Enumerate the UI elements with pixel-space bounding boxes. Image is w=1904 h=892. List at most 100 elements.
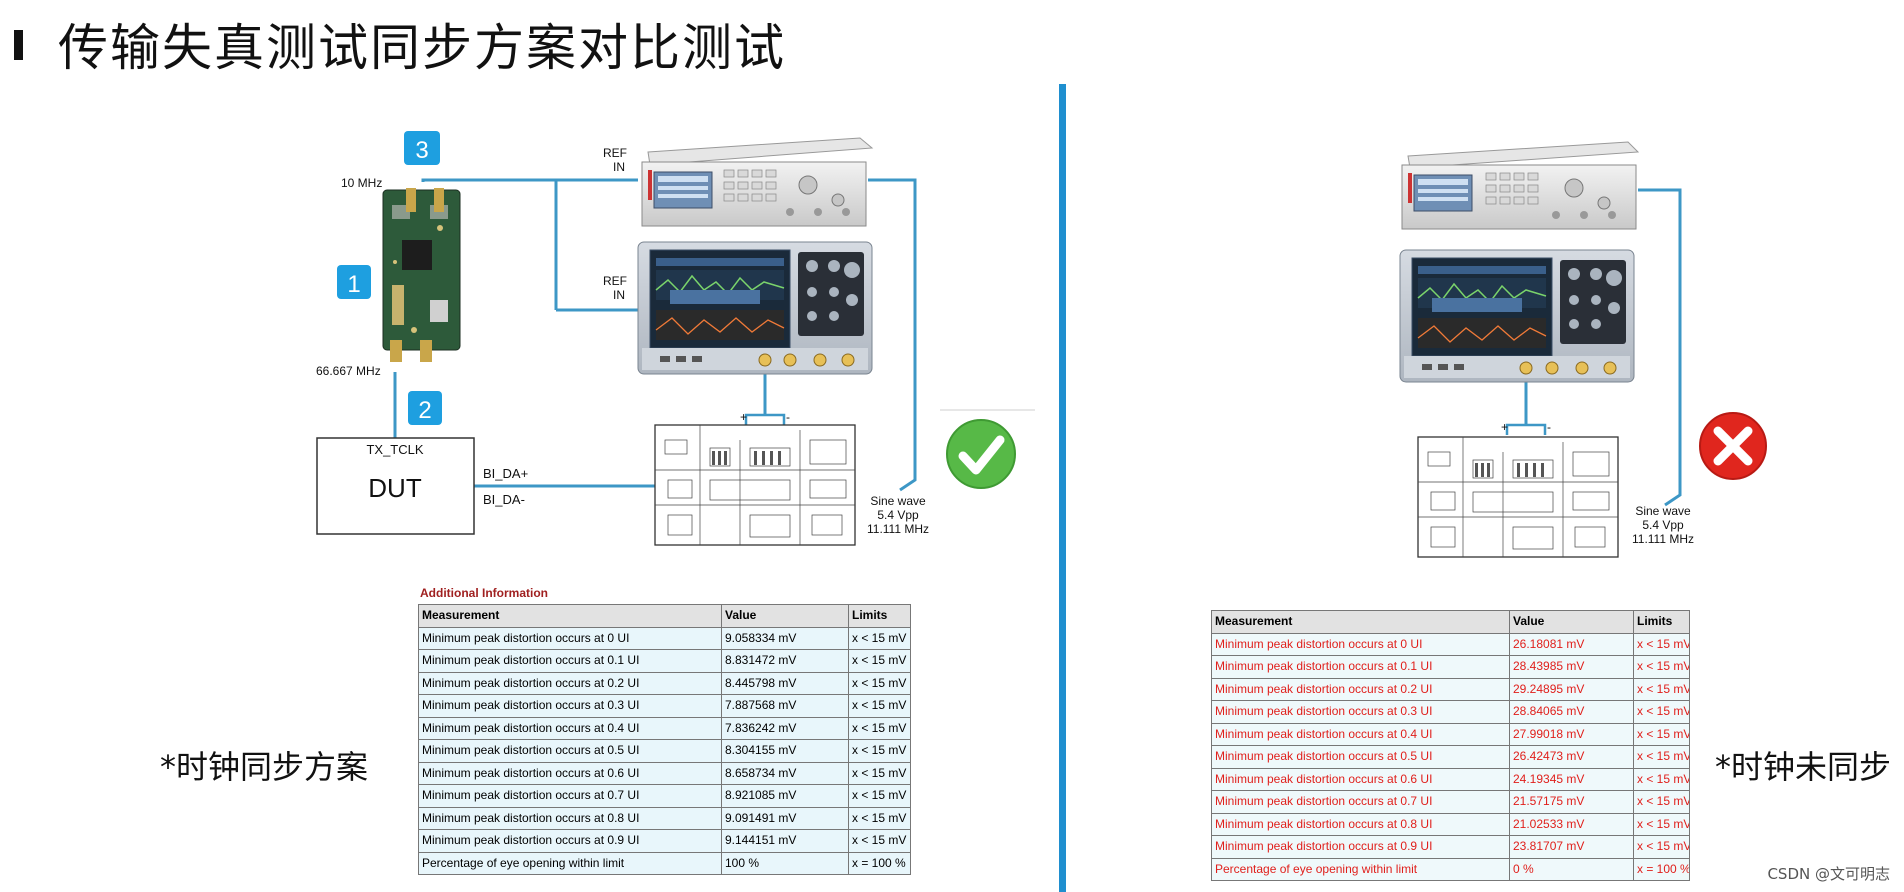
title-bullet	[14, 30, 23, 60]
svg-text:2: 2	[418, 397, 431, 424]
limits-cell: x < 15 mV	[848, 671, 911, 695]
value-cell: 23.81707 mV	[1509, 835, 1634, 859]
measurement-cell: Minimum peak distortion occurs at 0.3 UI	[418, 694, 722, 718]
value-cell: 28.84065 mV	[1509, 700, 1634, 724]
minus-label: -	[786, 410, 790, 424]
table-row: Minimum peak distortion occurs at 0.8 UI…	[1211, 812, 1690, 836]
measurement-cell: Minimum peak distortion occurs at 0.4 UI	[418, 716, 722, 740]
value-cell: 8.921085 mV	[721, 784, 849, 808]
cables	[393, 178, 917, 492]
ref-in-label-scope: REF	[603, 274, 627, 288]
value-cell: 26.42473 mV	[1509, 745, 1634, 769]
table-row: Minimum peak distortion occurs at 0.6 UI…	[1211, 767, 1690, 791]
value-cell: 8.304155 mV	[721, 739, 849, 763]
left-setup: 3 1 2 10 MHz 66.667 MHz REF IN REF IN TX…	[316, 131, 1035, 546]
limits-cell: x < 15 mV	[848, 739, 911, 763]
column-header: Value	[721, 604, 849, 628]
watermark: CSDN @文可明志	[1767, 865, 1890, 883]
freq-66mhz-label: 66.667 MHz	[316, 364, 381, 378]
limits-cell: x < 15 mV	[848, 626, 911, 650]
table-row: Minimum peak distortion occurs at 0.9 UI…	[1211, 835, 1690, 859]
sine-wave-label-right: Sine wave	[1635, 504, 1691, 518]
table-row: Minimum peak distortion occurs at 0.3 UI…	[1211, 700, 1690, 724]
oscilloscope-right	[1399, 249, 1635, 383]
value-cell: 9.091491 mV	[721, 806, 849, 830]
measurement-cell: Minimum peak distortion occurs at 0.8 UI	[1211, 812, 1510, 836]
table-row: Minimum peak distortion occurs at 0.5 UI…	[1211, 745, 1690, 769]
measurement-cell: Minimum peak distortion occurs at 0.8 UI	[418, 806, 722, 830]
column-header: Limits	[1633, 610, 1690, 634]
table-row: Minimum peak distortion occurs at 0.2 UI…	[418, 671, 911, 695]
svg-text:1: 1	[347, 271, 360, 298]
sine-frequency-label: 11.111 MHz	[867, 522, 929, 536]
limits-cell: x < 15 mV	[1633, 677, 1690, 701]
limits-cell: x < 15 mV	[1633, 722, 1690, 746]
measurement-cell: Minimum peak distortion occurs at 0.3 UI	[1211, 700, 1510, 724]
value-cell: 9.144151 mV	[721, 829, 849, 853]
value-cell: 9.058334 mV	[721, 626, 849, 650]
limits-cell: x < 15 mV	[848, 806, 911, 830]
measurement-cell: Percentage of eye opening within limit	[418, 851, 722, 875]
table-row: Minimum peak distortion occurs at 0.9 UI…	[418, 829, 911, 853]
column-header: Value	[1509, 610, 1634, 634]
measurement-cell: Percentage of eye opening within limit	[1211, 857, 1510, 881]
value-cell: 29.24895 mV	[1509, 677, 1634, 701]
measurement-cell: Minimum peak distortion occurs at 0.6 UI	[418, 761, 722, 785]
bi-da-minus-label: BI_DA-	[483, 492, 525, 507]
dut-label: DUT	[368, 473, 422, 503]
table-row: Minimum peak distortion occurs at 0.2 UI…	[1211, 677, 1690, 701]
value-cell: 28.43985 mV	[1509, 655, 1634, 679]
step-badge-1: 1	[337, 265, 371, 299]
value-cell: 7.887568 mV	[721, 694, 849, 718]
limits-cell: x < 15 mV	[848, 649, 911, 673]
table-row: Minimum peak distortion occurs at 0.3 UI…	[418, 694, 911, 718]
signal-generator-right	[1401, 141, 1640, 230]
plus-label-right: +	[1501, 420, 1508, 434]
value-cell: 26.18081 mV	[1509, 632, 1634, 656]
freq-10mhz-label: 10 MHz	[341, 176, 382, 190]
limits-cell: x < 15 mV	[1633, 745, 1690, 769]
additional-information-label: Additional Information	[420, 586, 548, 600]
table-row: Minimum peak distortion occurs at 0.7 UI…	[418, 784, 911, 808]
measurement-cell: Minimum peak distortion occurs at 0.1 UI	[1211, 655, 1510, 679]
measurement-cell: Minimum peak distortion occurs at 0.2 UI	[418, 671, 722, 695]
tx-tclk-label: TX_TCLK	[366, 442, 423, 457]
measurement-cell: Minimum peak distortion occurs at 0.9 UI	[1211, 835, 1510, 859]
ref-in-label-generator-2: IN	[613, 160, 625, 174]
value-cell: 7.836242 mV	[721, 716, 849, 740]
limits-cell: x < 15 mV	[1633, 655, 1690, 679]
value-cell: 0 %	[1509, 857, 1634, 881]
oscilloscope	[637, 241, 873, 375]
value-cell: 100 %	[721, 851, 849, 875]
value-cell: 21.57175 mV	[1509, 790, 1634, 814]
table-row: Minimum peak distortion occurs at 0.1 UI…	[1211, 655, 1690, 679]
limits-cell: x < 15 mV	[1633, 700, 1690, 724]
measurement-cell: Minimum peak distortion occurs at 0 UI	[418, 626, 722, 650]
table-row: Minimum peak distortion occurs at 0.4 UI…	[418, 716, 911, 740]
caption-clock-synced: *时钟同步方案	[160, 748, 369, 786]
value-cell: 21.02533 mV	[1509, 812, 1634, 836]
ref-in-label-scope-2: IN	[613, 288, 625, 302]
measurement-cell: Minimum peak distortion occurs at 0.7 UI	[418, 784, 722, 808]
limits-cell: x = 100 %	[848, 851, 911, 875]
limits-cell: x < 15 mV	[1633, 790, 1690, 814]
measurement-cell: Minimum peak distortion occurs at 0.4 UI	[1211, 722, 1510, 746]
check-icon	[940, 409, 1035, 489]
value-cell: 8.831472 mV	[721, 649, 849, 673]
limits-cell: x < 15 mV	[848, 694, 911, 718]
bi-da-plus-label: BI_DA+	[483, 466, 528, 481]
table-row: Minimum peak distortion occurs at 0.1 UI…	[418, 649, 911, 673]
evaluation-board	[382, 188, 461, 362]
value-cell: 27.99018 mV	[1509, 722, 1634, 746]
measurement-cell: Minimum peak distortion occurs at 0.7 UI	[1211, 790, 1510, 814]
table-row: Minimum peak distortion occurs at 0.7 UI…	[1211, 790, 1690, 814]
